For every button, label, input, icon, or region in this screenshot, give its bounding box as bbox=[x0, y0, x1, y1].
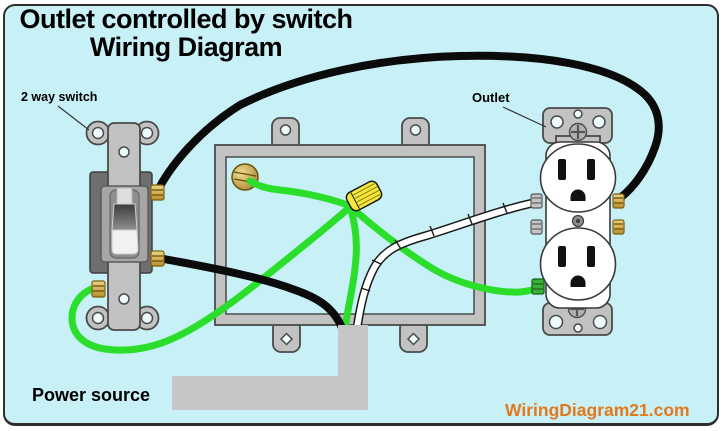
power-source-conduit bbox=[172, 325, 368, 410]
switch-mount-hole bbox=[91, 311, 105, 325]
switch-mount-hole bbox=[140, 311, 154, 325]
outlet-terminal-screws bbox=[530, 193, 625, 295]
ground-wire-switch-to-junction bbox=[68, 203, 354, 354]
toggle-switch bbox=[85, 120, 160, 331]
neutral-wire-power-to-outlet bbox=[352, 198, 538, 333]
title-line1: Outlet controlled by switch bbox=[19, 4, 353, 34]
duplex-outlet bbox=[539, 107, 617, 336]
wire-nut bbox=[345, 180, 383, 212]
switch-label-pointer bbox=[57, 105, 90, 131]
outlet-neutral-terminal bbox=[530, 193, 543, 209]
switch-toggle bbox=[111, 187, 139, 255]
outlet-neutral-terminal bbox=[530, 219, 543, 235]
switch-ground-terminal bbox=[91, 280, 106, 298]
outlet-label-pointer bbox=[502, 106, 547, 128]
outlet-hot-terminal bbox=[612, 193, 625, 209]
outlet-upper-receptacle bbox=[539, 143, 617, 213]
power-source-label: Power source bbox=[32, 385, 151, 405]
switch-label: 2 way switch bbox=[21, 90, 98, 104]
outlet-label: Outlet bbox=[472, 90, 510, 105]
outlet-ground-terminal bbox=[531, 278, 545, 295]
hot-wire-power-to-switch bbox=[155, 254, 346, 332]
switch-mount-hole bbox=[91, 126, 105, 140]
switch-terminal-screws bbox=[91, 184, 165, 298]
hot-wire-switch-to-outlet bbox=[152, 51, 663, 202]
ground-wire-junction-to-box-screw bbox=[246, 177, 354, 210]
ground-wire-junction-to-outlet bbox=[347, 203, 545, 296]
watermark: WiringDiagram21.com bbox=[505, 400, 690, 420]
outlet-lower-receptacle bbox=[539, 227, 617, 301]
title-line2: Wiring Diagram bbox=[89, 32, 283, 62]
page-title: Outlet controlled by switch Wiring Diagr… bbox=[0, 5, 372, 61]
outlet-hot-terminal bbox=[612, 219, 625, 235]
switch-mount-hole bbox=[140, 126, 154, 140]
ground-wire-junction-to-power bbox=[341, 203, 360, 332]
